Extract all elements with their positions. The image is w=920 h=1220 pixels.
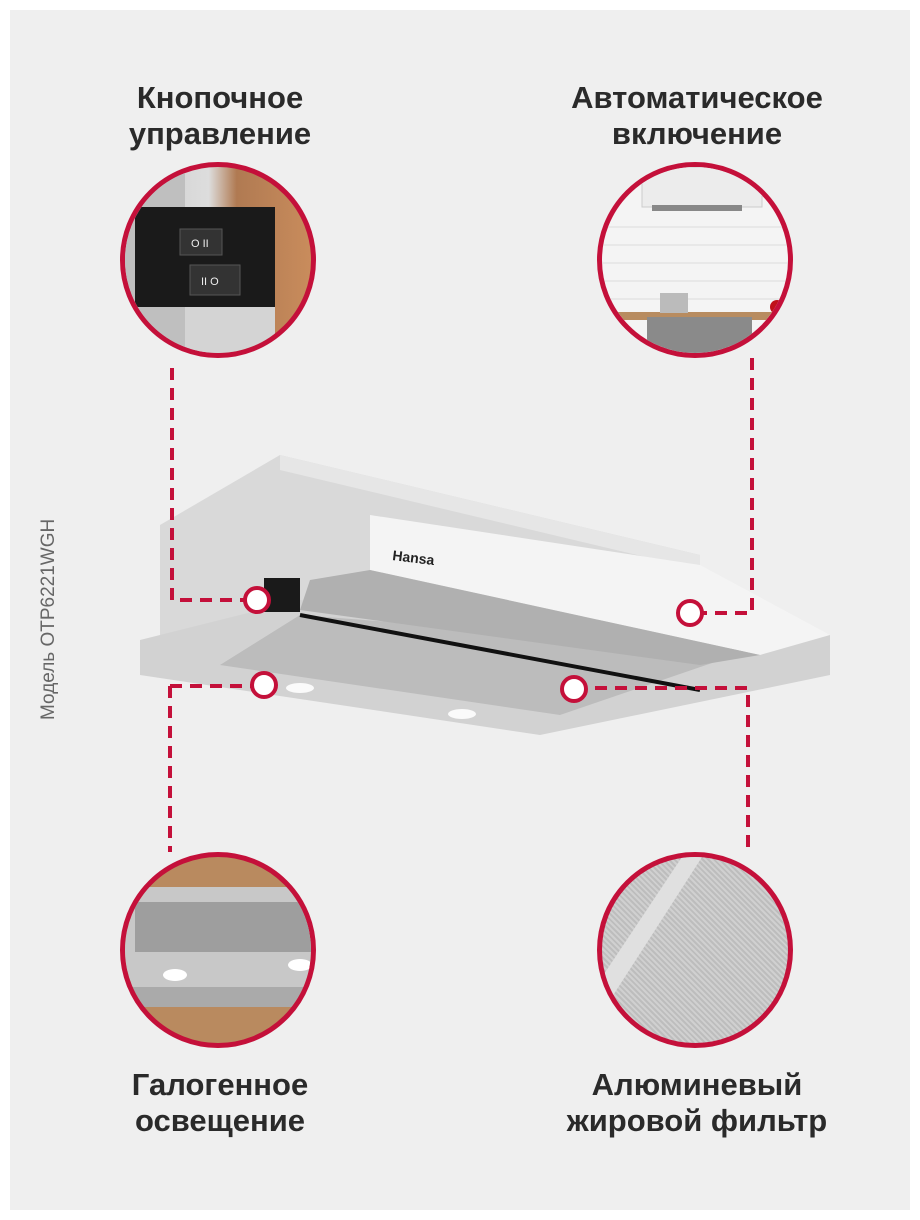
feature-title-button-control: Кнопочное управление	[50, 80, 390, 152]
halogen-light-photo	[120, 852, 316, 1048]
marker-filter	[560, 675, 588, 703]
marker-light	[250, 671, 278, 699]
brand-logo: Hansa	[392, 547, 436, 568]
title-line: Автоматическое	[571, 80, 823, 115]
svg-text:II O: II O	[201, 276, 219, 288]
title-line: Алюминевый	[591, 1067, 803, 1102]
halogen-lamp-icon	[125, 887, 311, 1007]
kitchen-photo	[597, 162, 793, 358]
feature-title-grease-filter: Алюминевый жировой фильтр	[527, 1067, 867, 1139]
grease-filter-photo	[597, 852, 793, 1048]
slide-out-panel	[370, 515, 830, 655]
title-line: управление	[128, 116, 312, 151]
title-line: Галогенное	[131, 1067, 309, 1102]
title-line: жировой фильтр	[566, 1103, 828, 1138]
title-line: освещение	[134, 1103, 306, 1138]
svg-text:O II: O II	[191, 238, 209, 250]
feature-title-auto-on: Автоматическое включение	[527, 80, 867, 152]
connector-lines	[168, 358, 754, 852]
title-line: Кнопочное	[136, 80, 304, 115]
title-line: включение	[611, 116, 783, 151]
marker-buttons	[243, 586, 271, 614]
marker-auto-on	[676, 599, 704, 627]
feature-title-halogen-light: Галогенное освещение	[50, 1067, 390, 1139]
button-control-photo: O II II O	[120, 162, 316, 358]
